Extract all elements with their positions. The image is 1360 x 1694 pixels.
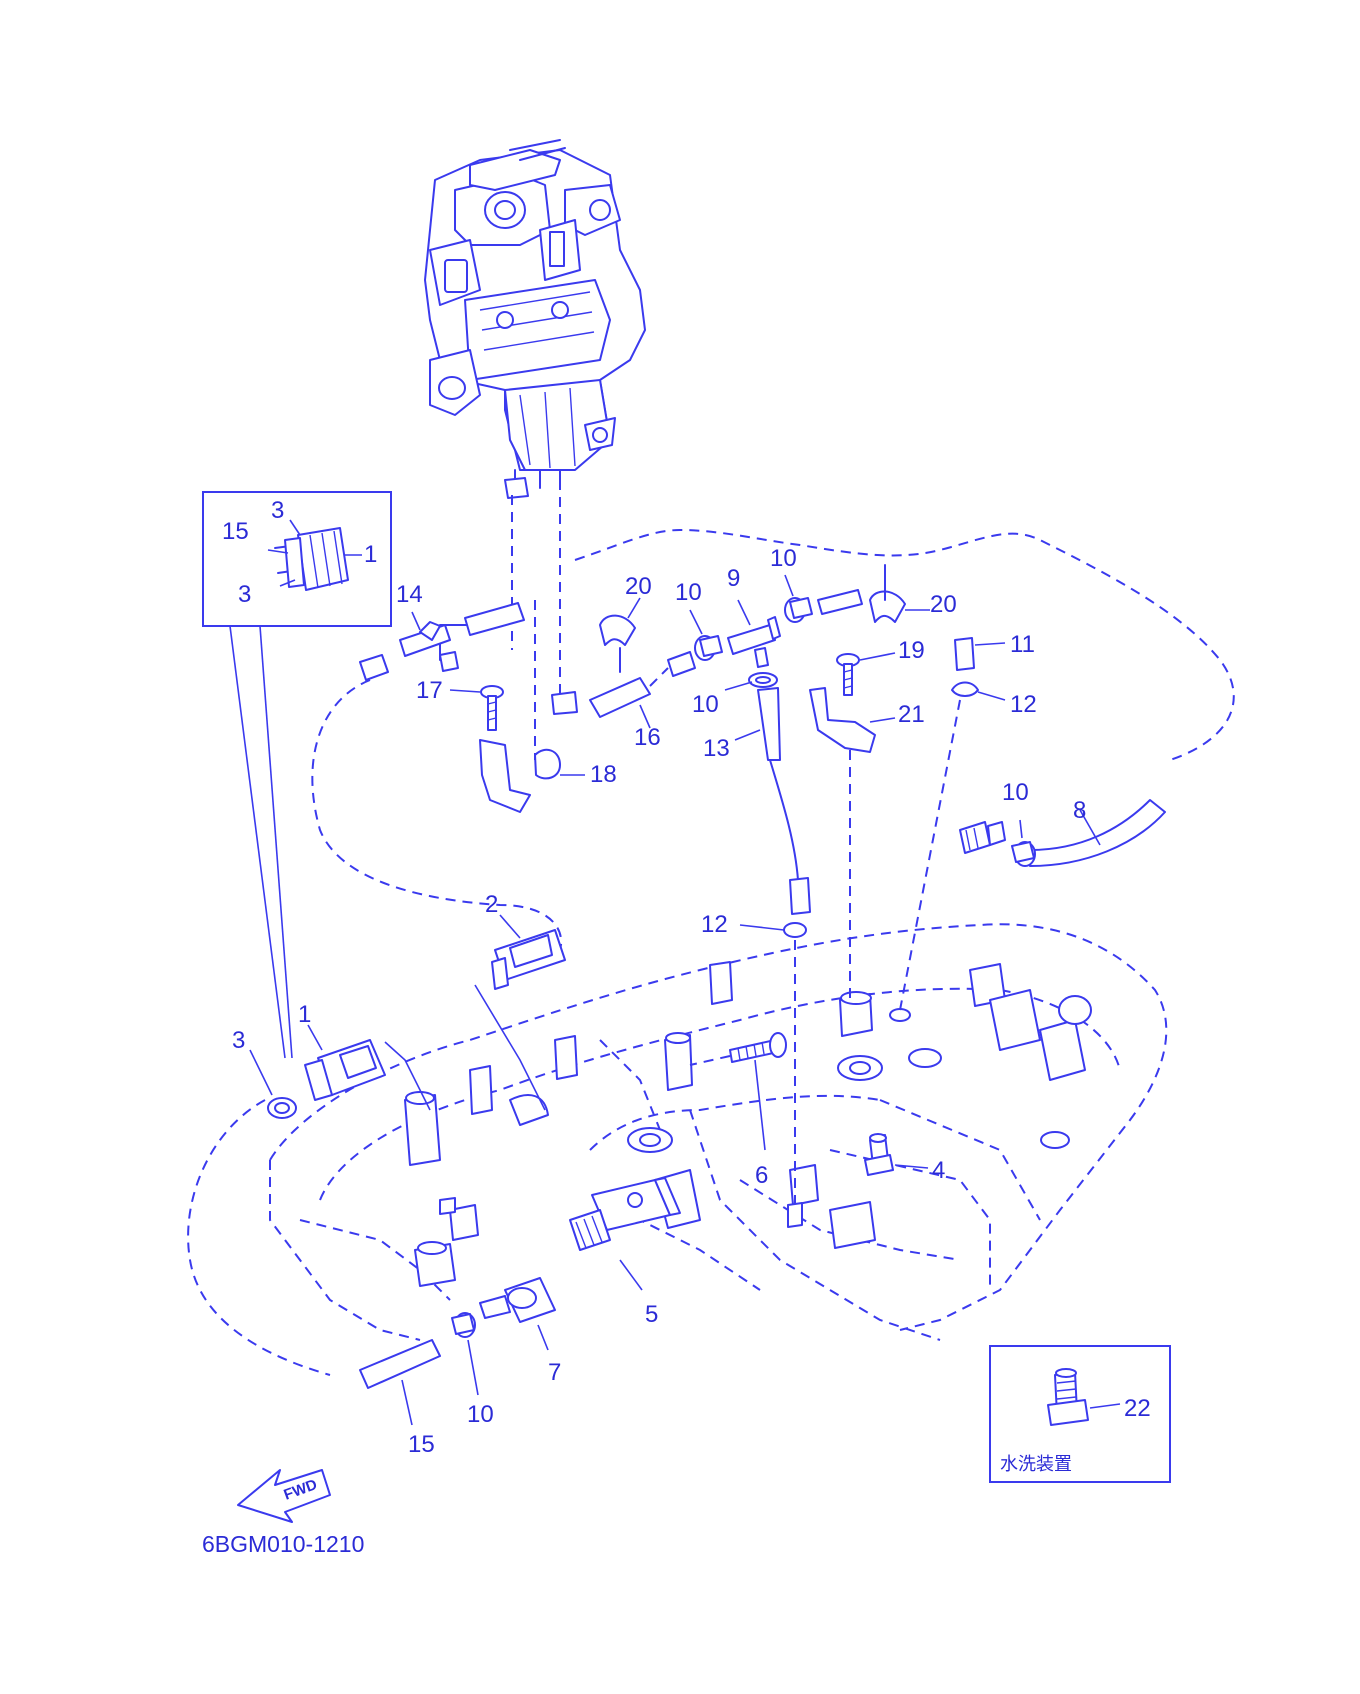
part-14-joint — [399, 611, 459, 672]
callout-8: 8 — [1073, 797, 1086, 824]
fwd-arrow-icon: FWD — [237, 1469, 331, 1523]
inset-flushing-box — [989, 1345, 1171, 1483]
callout-21: 21 — [898, 701, 925, 728]
part-10-clamp-b — [784, 574, 813, 623]
callout-12: 12 — [701, 911, 728, 938]
part-20-clip-right — [869, 564, 930, 623]
callout-9: 9 — [727, 565, 740, 592]
callout-13: 13 — [703, 735, 730, 762]
hose-stub-upper-left — [464, 602, 525, 636]
part-7-nut — [479, 1277, 556, 1351]
callout-5: 5 — [645, 1301, 658, 1328]
callout-1: 1 — [364, 541, 377, 568]
inset-label: 水洗装置 — [1000, 1454, 1072, 1475]
callout-18: 18 — [590, 761, 617, 788]
callout-10: 10 — [770, 545, 797, 572]
part-20-clip-left — [599, 597, 641, 673]
part-19-bolt — [836, 652, 896, 696]
hose-stub-upper-right — [817, 589, 863, 615]
callout-20: 20 — [930, 591, 957, 618]
part-1-grommet — [304, 1024, 431, 1111]
callout-2: 2 — [485, 891, 498, 918]
callout-11: 11 — [1010, 631, 1035, 658]
hose-end-left — [359, 654, 389, 681]
callout-labels: 3 15 1 3 14 20 10 9 10 20 11 19 17 10 12… — [202, 497, 1151, 1557]
callout-6: 6 — [755, 1162, 768, 1189]
callout-3: 3 — [232, 1027, 245, 1054]
inset-detail-box — [202, 491, 392, 1059]
part-2-grommet — [474, 914, 566, 1111]
part-8-hose — [1029, 799, 1166, 867]
part-12-ring-upper — [899, 681, 1006, 1011]
engine-leader-lines — [511, 480, 578, 760]
callout-10: 10 — [675, 579, 702, 606]
part-4-nipple — [864, 1133, 929, 1176]
callout-10: 10 — [1002, 779, 1029, 806]
part-13-hose — [734, 687, 811, 915]
part-15-hose — [359, 1339, 441, 1426]
callout-22: 22 — [1124, 1395, 1151, 1422]
diagram-code: 6BGM010-1210 — [202, 1531, 364, 1557]
part-10-clamp-c — [724, 672, 778, 691]
callout-1: 1 — [298, 1001, 311, 1028]
callout-10: 10 — [692, 691, 719, 718]
part-9-joint — [727, 599, 781, 668]
callout-19: 19 — [898, 637, 925, 664]
part-5-grommet — [569, 1177, 681, 1291]
callout-15: 15 — [408, 1431, 435, 1458]
callout-3: 3 — [271, 497, 284, 524]
callout-7: 7 — [548, 1359, 561, 1386]
callout-15: 15 — [222, 518, 249, 545]
part-11-hose — [954, 637, 1006, 671]
engine-assembly — [424, 139, 646, 499]
callout-10: 10 — [467, 1401, 494, 1428]
part-18-clamp — [479, 739, 585, 813]
callout-3: 3 — [238, 581, 251, 608]
callout-14: 14 — [396, 581, 423, 608]
callout-16: 16 — [634, 724, 661, 751]
part-17-bolt — [449, 685, 504, 731]
part-10-clamp-a — [689, 609, 723, 661]
callout-12: 12 — [1010, 691, 1037, 718]
callout-4: 4 — [932, 1157, 945, 1184]
callout-20: 20 — [625, 573, 652, 600]
bottom-cowling — [269, 923, 1168, 1341]
part-10-clamp-e — [451, 1312, 479, 1396]
part-6-screw — [689, 1032, 787, 1151]
part-3-band — [249, 1049, 297, 1119]
part-12-ring-lower — [739, 922, 807, 1228]
hose-fitting-right — [959, 821, 1006, 854]
part-16-hose — [589, 651, 696, 729]
part-10-clamp-d — [1011, 819, 1036, 867]
part-21-bracket — [809, 687, 896, 1000]
callout-17: 17 — [416, 677, 443, 704]
